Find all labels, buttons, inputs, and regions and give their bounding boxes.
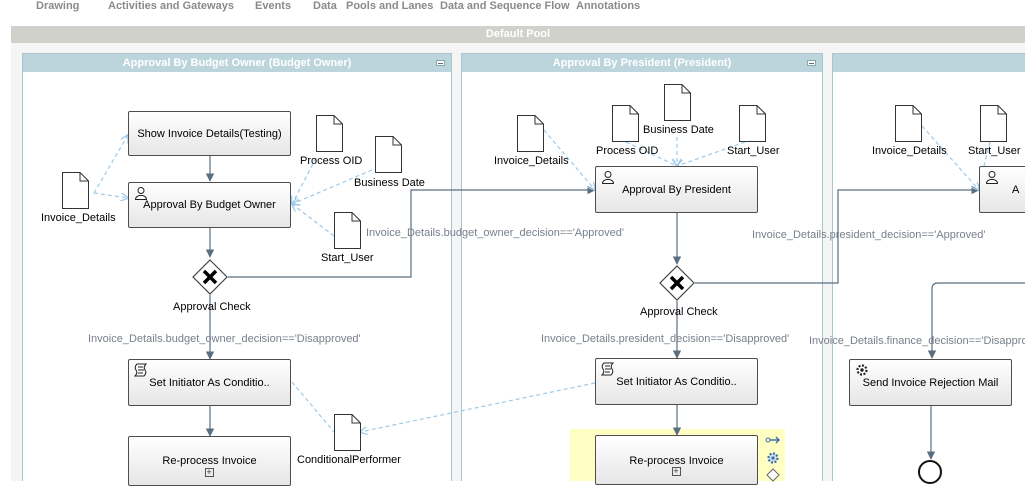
task-label: A <box>1012 183 1020 196</box>
lane-collapse-button[interactable] <box>436 60 445 66</box>
palette-toolbar: Drawing Activities and Gateways Events D… <box>0 0 1025 16</box>
script-icon <box>134 363 148 377</box>
task-show-invoice-details[interactable]: Show Invoice Details(Testing) <box>128 111 291 156</box>
condition-budget-disapproved[interactable]: Invoice_Details.budget_owner_decision=='… <box>88 333 361 345</box>
condition-budget-approved[interactable]: Invoice_Details.budget_owner_decision=='… <box>366 227 624 239</box>
condition-finance-disapproved[interactable]: Invoice_Details.finance_decision=='Disap… <box>809 335 1025 347</box>
plus-icon: + <box>671 466 681 476</box>
toolbar-data-sequence-flow[interactable]: Data and Sequence Flow <box>440 0 570 12</box>
toolbar-activities-gateways[interactable]: Activities and Gateways <box>108 0 234 12</box>
lane-collapse-button[interactable] <box>807 60 816 66</box>
document-icon[interactable] <box>334 414 361 451</box>
gateway-label: Approval Check <box>640 306 718 318</box>
document-icon[interactable] <box>739 105 766 142</box>
lane-header[interactable] <box>833 54 1025 72</box>
data-object-label: Process OID <box>300 155 363 167</box>
document-icon[interactable] <box>980 105 1007 142</box>
task-label: Send Invoice Rejection Mail <box>862 376 999 389</box>
flow-gateway-approved <box>228 185 596 278</box>
task-approval-budget-owner[interactable]: Approval By Budget Owner <box>128 182 291 228</box>
task-label: Set Initiator As Conditio.. <box>616 375 737 388</box>
task-approval-president[interactable]: Approval By President <box>595 166 758 213</box>
data-object-label: Invoice_Details <box>872 145 947 157</box>
document-icon[interactable] <box>334 212 361 249</box>
task-label: Approval By President <box>622 183 731 196</box>
task-label: Re-process Invoice <box>162 455 257 467</box>
document-icon[interactable] <box>612 105 639 142</box>
toolbar-annotations[interactable]: Annotations <box>576 0 641 12</box>
task-label: Re-process Invoice <box>629 455 724 467</box>
data-object-label: Start_User <box>321 252 374 264</box>
gear-icon <box>856 364 868 376</box>
task-set-initiator-conditional-2[interactable]: Set Initiator As Conditio.. <box>595 358 758 405</box>
data-object-label: Start_User <box>727 145 780 157</box>
lane-title: Approval By President (President) <box>552 57 732 69</box>
document-icon[interactable] <box>62 172 89 209</box>
task-reprocess-invoice-1[interactable]: Re-process Invoice + <box>128 436 291 486</box>
lane-title: Approval By Budget Owner (Budget Owner) <box>122 57 352 69</box>
document-icon[interactable] <box>895 105 922 142</box>
condition-president-disapproved[interactable]: Invoice_Details.president_decision=='Dis… <box>541 333 790 345</box>
gateway-label: Approval Check <box>173 301 251 313</box>
toolbar-events[interactable]: Events <box>255 0 292 12</box>
data-object-label: Invoice_Details <box>41 212 116 224</box>
document-icon[interactable] <box>664 84 691 121</box>
plus-icon: + <box>204 467 214 477</box>
data-object-label: Invoice_Details <box>494 155 569 167</box>
task-set-initiator-conditional-1[interactable]: Set Initiator As Conditio.. <box>128 359 291 406</box>
lane-header[interactable]: Approval By Budget Owner (Budget Owner) <box>23 54 451 72</box>
document-icon[interactable] <box>375 136 402 173</box>
flow-gateway2-approved <box>695 185 980 284</box>
gateway-icon[interactable] <box>765 468 781 482</box>
flow-finance-disapproved <box>927 282 1025 359</box>
pool-title: Default Pool <box>485 28 551 40</box>
gateway-approval-check-1[interactable] <box>192 259 228 295</box>
data-object-label: Start_User <box>968 145 1021 157</box>
lane-header[interactable]: Approval By President (President) <box>462 54 822 72</box>
data-object-label: Business Date <box>643 124 714 136</box>
user-icon <box>985 171 999 184</box>
toolbar-data[interactable]: Data <box>313 0 337 12</box>
data-object-label: Process OID <box>596 145 659 157</box>
task-send-invoice-rejection-mail[interactable]: Send Invoice Rejection Mail <box>849 359 1012 406</box>
task-approval-finance[interactable]: A <box>979 166 1025 213</box>
condition-president-approved[interactable]: Invoice_Details.president_decision=='App… <box>752 229 986 241</box>
data-object-label: Business Date <box>354 177 425 189</box>
lane-budget-owner[interactable]: Approval By Budget Owner (Budget Owner) <box>22 53 452 481</box>
task-label: Set Initiator As Conditio.. <box>149 376 270 389</box>
sequence-flow-icon[interactable] <box>765 433 781 447</box>
end-event[interactable] <box>918 460 942 484</box>
pool-header[interactable]: Default Pool <box>11 26 1025 43</box>
toolbar-drawing[interactable]: Drawing <box>36 0 80 12</box>
script-icon <box>601 362 615 376</box>
task-reprocess-invoice-2[interactable]: Re-process Invoice + <box>595 435 758 485</box>
document-icon[interactable] <box>517 115 544 152</box>
user-icon <box>601 171 615 184</box>
task-label: Show Invoice Details(Testing) <box>137 127 282 140</box>
user-icon <box>134 187 148 200</box>
toolbar-pools-lanes[interactable]: Pools and Lanes <box>346 0 434 12</box>
task-label: Approval By Budget Owner <box>143 199 276 211</box>
document-icon[interactable] <box>316 115 343 152</box>
data-object-label: ConditionalPerformer <box>297 454 401 466</box>
gateway-approval-check-2[interactable] <box>659 265 695 301</box>
gear-icon[interactable] <box>765 451 781 465</box>
